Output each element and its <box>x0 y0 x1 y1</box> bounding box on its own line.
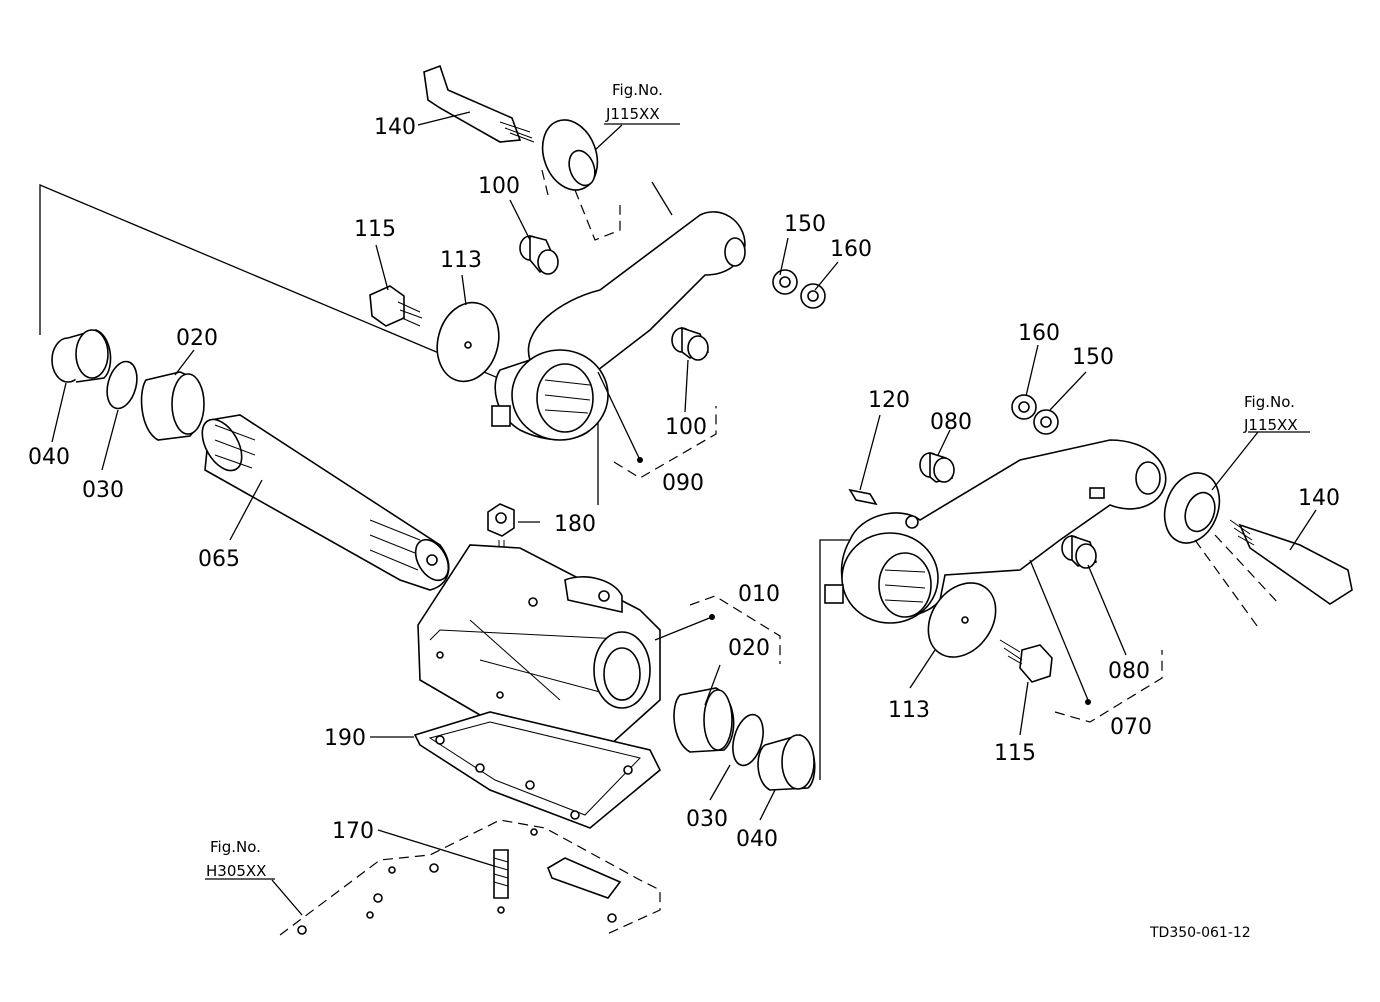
label-115-left: 115 <box>354 217 396 242</box>
arm-right <box>824 439 1167 624</box>
nut-180 <box>487 503 515 537</box>
oring-030-left <box>106 360 138 410</box>
oring-030-mid <box>732 713 764 767</box>
base-plate-h305xx <box>279 819 661 936</box>
bushing-100-b <box>671 326 710 361</box>
shaft-065 <box>201 414 450 591</box>
label-090: 090 <box>662 471 704 496</box>
washer-113-right <box>927 582 997 658</box>
bearing-040-left <box>51 329 112 383</box>
label-020-mid: 020 <box>728 636 770 661</box>
bushing-020-mid <box>673 687 735 753</box>
label-080-b: 080 <box>1108 659 1150 684</box>
label-160-top: 160 <box>830 237 872 262</box>
label-fig-right-2: J115XX <box>1243 416 1298 434</box>
assembly-090-bracket <box>613 406 717 479</box>
label-fig-top-2: J115XX <box>605 105 660 123</box>
label-010: 010 <box>738 582 780 607</box>
bushing-020-left <box>140 371 205 441</box>
nut-160-right <box>1011 394 1037 420</box>
label-fig-bottom-1: Fig.No. <box>210 838 261 856</box>
bolt-140-right <box>1229 519 1353 605</box>
gasket-190 <box>413 711 661 829</box>
label-100-a: 100 <box>478 174 520 199</box>
label-fig-top-1: Fig.No. <box>612 81 663 99</box>
part-labels: 140 Fig.No. J115XX 100 115 113 150 160 0… <box>28 81 1340 941</box>
label-113-right: 113 <box>888 698 930 723</box>
nut-150-top <box>772 269 798 295</box>
pin-120 <box>848 488 878 506</box>
bolt-115-left <box>369 285 423 327</box>
label-040-mid: 040 <box>736 827 778 852</box>
label-040-left: 040 <box>28 445 70 470</box>
housing-010 <box>417 544 661 749</box>
label-113-left: 113 <box>440 248 482 273</box>
label-030-left: 030 <box>82 478 124 503</box>
label-115-right: 115 <box>994 741 1036 766</box>
pulley-top <box>541 119 621 241</box>
label-180: 180 <box>554 512 596 537</box>
nut-150-right <box>1033 409 1059 435</box>
assembly-070-bracket <box>1054 650 1163 723</box>
bushing-080-a <box>919 451 955 483</box>
bushing-100-a <box>519 234 559 275</box>
label-080-a: 080 <box>930 410 972 435</box>
bolt-115-right <box>999 639 1053 683</box>
label-170: 170 <box>332 819 374 844</box>
bushing-080-b <box>1061 534 1098 569</box>
label-030-mid: 030 <box>686 807 728 832</box>
assembly-010-bracket <box>689 595 781 664</box>
label-150-right: 150 <box>1072 345 1114 370</box>
label-190: 190 <box>324 726 366 751</box>
label-070: 070 <box>1110 715 1152 740</box>
label-065: 065 <box>198 547 240 572</box>
assembly-bracket-right <box>819 539 850 780</box>
label-120: 120 <box>868 388 910 413</box>
label-fig-right-1: Fig.No. <box>1244 393 1295 411</box>
label-140-right: 140 <box>1298 486 1340 511</box>
leader-lines <box>51 111 1317 916</box>
bearing-040-mid <box>757 734 816 791</box>
bolt-140-top <box>423 64 535 143</box>
arm-top <box>491 211 746 441</box>
label-100-b: 100 <box>665 415 707 440</box>
pulley-right <box>1163 472 1281 631</box>
drawing-code: TD350-061-12 <box>1149 925 1251 941</box>
assembly-bracket-left <box>39 184 599 505</box>
label-150-top: 150 <box>784 212 826 237</box>
label-020-left: 020 <box>176 326 218 351</box>
washer-113-left <box>436 301 500 383</box>
label-160-right: 160 <box>1018 321 1060 346</box>
nut-160-top <box>800 283 826 309</box>
label-140-top: 140 <box>374 115 416 140</box>
label-fig-bottom-2: H305XX <box>206 862 266 880</box>
